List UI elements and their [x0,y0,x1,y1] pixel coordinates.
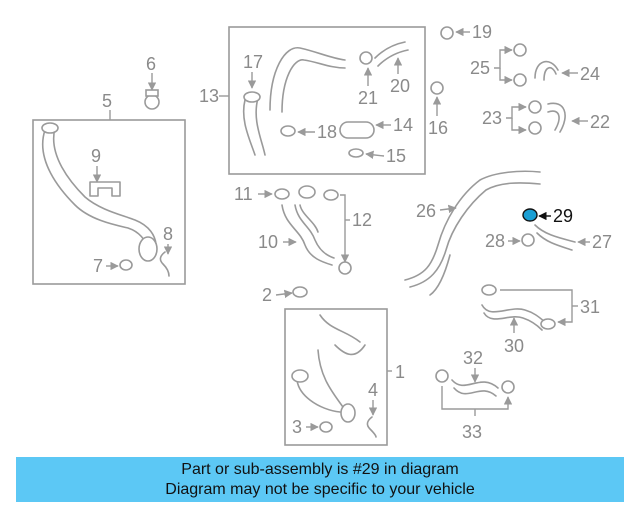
clamp-21 [359,51,373,65]
callout-29[interactable]: 29 [553,206,573,226]
callout-14[interactable]: 14 [393,115,413,135]
info-banner: Part or sub-assembly is #29 in diagram D… [16,457,624,502]
callout-20[interactable]: 20 [390,76,410,96]
part-22-23: 23 22 [482,100,610,135]
callout-27[interactable]: 27 [592,232,612,252]
callout-31[interactable]: 31 [580,297,600,317]
callout-1[interactable]: 1 [395,362,405,382]
callout-30[interactable]: 30 [504,336,524,356]
part-24-25: 25 24 [470,43,600,87]
elbow-14 [339,121,375,139]
callout-2[interactable]: 2 [262,285,272,305]
part-10-12: 11 12 10 [234,184,372,275]
part-2: 2 [262,285,308,305]
parts-diagram: 5 9 7 8 6 13 17 20 [32,22,612,446]
callout-8[interactable]: 8 [163,224,173,244]
callout-11[interactable]: 11 [234,184,253,204]
callout-17[interactable]: 17 [243,52,263,72]
part-26: 26 [404,170,541,296]
callout-25[interactable]: 25 [470,58,490,78]
part-19: 19 [440,22,492,42]
callout-28[interactable]: 28 [485,231,505,251]
callout-4[interactable]: 4 [368,380,378,400]
part-30-31: 31 30 [481,284,600,356]
callout-16[interactable]: 16 [428,118,448,138]
callout-10[interactable]: 10 [258,232,278,252]
callout-3[interactable]: 3 [292,417,302,437]
hose-5 [42,129,149,249]
clamp-15 [348,148,364,158]
callout-5[interactable]: 5 [102,91,112,111]
callout-15[interactable]: 15 [386,146,406,166]
part-29: 29 [522,206,573,226]
callout-12[interactable]: 12 [352,210,372,230]
callout-18[interactable]: 18 [317,122,337,142]
bracket-9 [89,181,121,197]
part-32-33: 32 33 [435,348,515,442]
clamp-18 [280,125,296,137]
callout-19[interactable]: 19 [472,22,492,42]
callout-26[interactable]: 26 [416,201,436,221]
callout-23[interactable]: 23 [482,108,502,128]
callout-7[interactable]: 7 [93,256,103,276]
callout-9[interactable]: 9 [91,146,101,166]
part-27-28: 28 27 [485,224,612,252]
banner-line-1: Part or sub-assembly is #29 in diagram [181,460,459,478]
hose-20 [374,41,406,59]
callout-6[interactable]: 6 [146,54,156,74]
callout-22[interactable]: 22 [590,112,610,132]
part-16: 16 [428,81,448,138]
callout-33[interactable]: 33 [462,422,482,442]
clip-8 [159,251,170,277]
group-box-13: 13 17 20 21 18 14 15 [199,26,426,175]
callout-13[interactable]: 13 [199,86,219,106]
oring-7 [119,259,133,271]
banner-line-2: Diagram may not be specific to your vehi… [165,480,475,498]
group-box-1: 1 3 4 [284,308,405,446]
callout-32[interactable]: 32 [463,348,483,368]
callout-24[interactable]: 24 [580,64,600,84]
part-6: 6 [144,54,160,110]
hose-17 [242,99,256,156]
callout-21[interactable]: 21 [358,88,378,108]
group-box-5: 5 9 7 8 [32,91,186,285]
